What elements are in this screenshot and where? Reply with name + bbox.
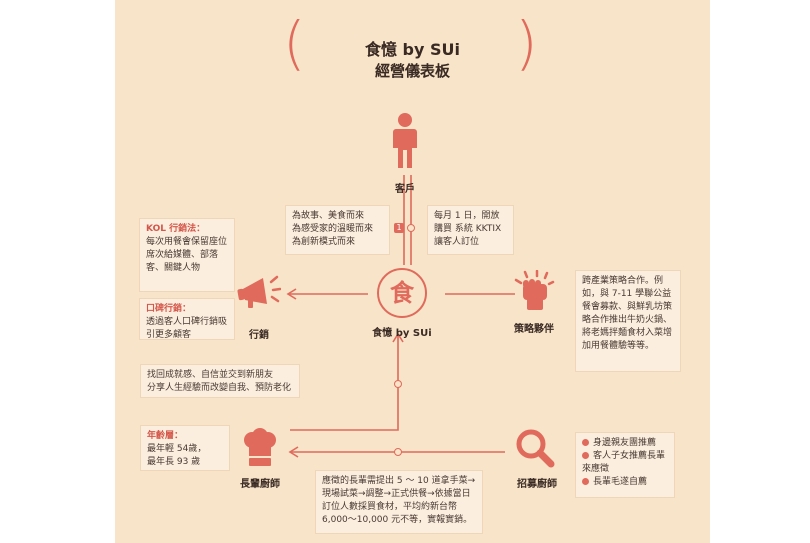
- wom-body: 透過客人口碑行銷吸引更多顧客: [146, 317, 228, 340]
- right-bracket: ): [515, 9, 538, 77]
- age-line: 最年長 93 歲: [147, 457, 201, 467]
- dashboard-canvas: ( ) 食憶 by SUi 經營儀表板 1 客戶: [115, 0, 710, 543]
- booking-note: 每月 1 日，開放 購買 系統 KKTIX 讓客人訂位: [427, 205, 514, 255]
- magnifier-icon: [516, 429, 555, 468]
- wom-note: 口碑行銷： 透過客人口碑行銷吸引更多顧客: [139, 298, 235, 340]
- booking-line: 每月 1 日，開放: [434, 211, 500, 221]
- age-line: 最年輕 54歲，: [147, 444, 207, 454]
- motive-note: 為故事、美食而來 為感受家的溫暖而來 為創新模式而來: [285, 205, 390, 255]
- booking-line: 讓客人訂位: [434, 237, 480, 247]
- step-number-badge: 1: [394, 223, 404, 233]
- motive-line: 為感受家的溫暖而來: [292, 224, 374, 234]
- partner-body: 跨產業策略合作。例如，與 7-11 學聯公益餐會募款、與鮮乳坊策略合作推出牛奶火…: [582, 276, 673, 351]
- fist-icon: [514, 270, 555, 310]
- kol-title: KOL 行銷法：: [146, 224, 206, 234]
- recruit-chef-label: 招募廚師: [517, 479, 557, 490]
- person-icon: [393, 113, 417, 168]
- center-label: 食憶 by SUi: [372, 328, 432, 339]
- motive-line: 為故事、美食而來: [292, 211, 365, 221]
- kol-body: 每次用餐會保留座位席次給媒體、部落客、關鍵人物: [146, 237, 228, 273]
- connector-lines: [286, 175, 515, 458]
- bullet-icon: [582, 439, 589, 446]
- age-note: 年齡層： 最年輕 54歲， 最年長 93 歲: [140, 425, 230, 471]
- partners-label: 策略夥伴: [514, 324, 554, 335]
- marketing-label: 行銷: [249, 330, 269, 341]
- megaphone-icon: [237, 275, 281, 308]
- kol-note: KOL 行銷法： 每次用餐會保留座位席次給媒體、部落客、關鍵人物: [139, 218, 235, 292]
- benefit-line: 找回成就感、自信並交到新朋友: [147, 370, 274, 380]
- bowl-logo-icon: 食: [377, 268, 427, 318]
- process-note: 應徵的長輩需提出 5 ～ 10 道拿手菜→現場試菜→調整→正式供餐→依據當日訂位…: [315, 470, 483, 534]
- recruit-item: 長輩毛遂自薦: [582, 476, 668, 489]
- connector-dot: [394, 448, 402, 456]
- bullet-icon: [582, 478, 589, 485]
- connector-dot: [407, 224, 415, 232]
- process-body: 應徵的長輩需提出 5 ～ 10 道拿手菜→現場試菜→調整→正式供餐→依據當日訂位…: [322, 476, 476, 525]
- age-title: 年齡層：: [147, 431, 184, 441]
- bullet-icon: [582, 452, 589, 459]
- recruit-note: 身邊親友團推薦 客人子女推薦長輩來應徵 長輩毛遂自薦: [575, 432, 675, 498]
- benefit-note: 找回成就感、自信並交到新朋友 分享人生經驗而改變自我、預防老化: [140, 364, 300, 398]
- recruit-item: 身邊親友團推薦: [582, 437, 668, 450]
- wom-title: 口碑行銷：: [146, 304, 192, 314]
- benefit-line: 分享人生經驗而改變自我、預防老化: [147, 383, 292, 393]
- recruit-item: 客人子女推薦長輩來應徵: [582, 451, 666, 474]
- customer-label: 客戶: [395, 184, 415, 195]
- left-bracket: (: [283, 9, 306, 77]
- booking-line: 購買 系統 KKTIX: [434, 224, 502, 234]
- motive-line: 為創新模式而來: [292, 237, 356, 247]
- elder-chef-label: 長輩廚師: [240, 479, 280, 490]
- connector-dot: [394, 380, 402, 388]
- chef-hat-icon: [244, 428, 276, 466]
- page-subtitle: 經營儀表板: [374, 62, 450, 80]
- partner-note: 跨產業策略合作。例如，與 7-11 學聯公益餐會募款、與鮮乳坊策略合作推出牛奶火…: [575, 270, 681, 372]
- page-title: 食憶 by SUi: [364, 40, 461, 59]
